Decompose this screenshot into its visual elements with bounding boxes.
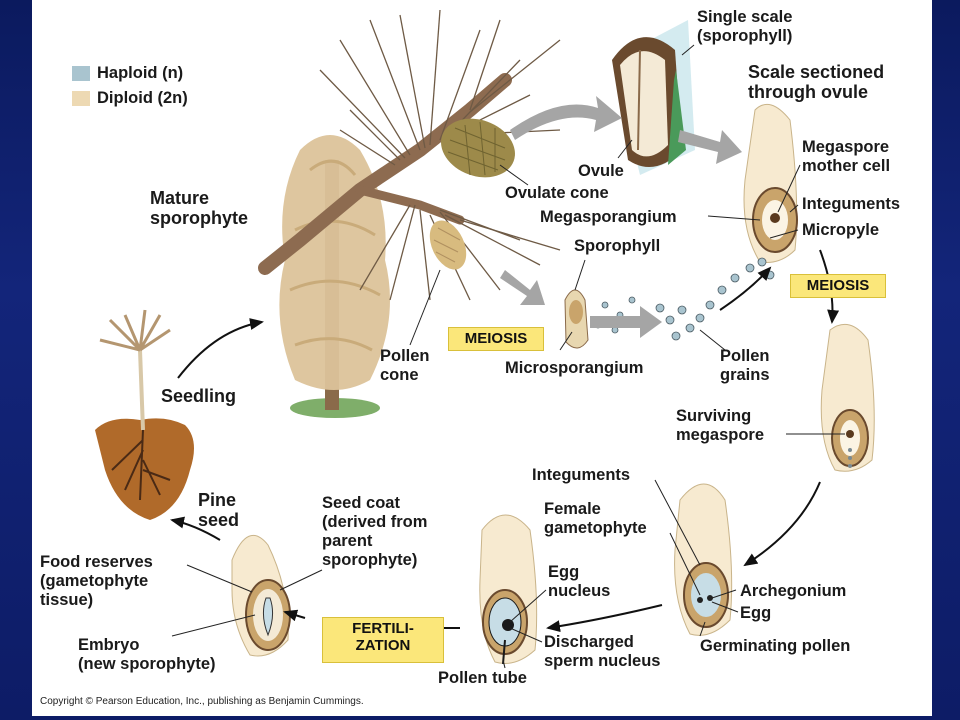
label-food-reserves: Food reserves (gametophyte tissue) (40, 553, 153, 609)
gray-arrows (500, 96, 742, 338)
label-micropyle: Micropyle (802, 221, 880, 239)
label-ovule: Ovule (578, 162, 624, 180)
copyright-text: Copyright © Pearson Education, Inc., pub… (40, 696, 364, 707)
label-germinating-pollen: Germinating pollen (700, 637, 851, 655)
label-ovulate-cone: Ovulate cone (505, 184, 609, 202)
label-pine-seed: Pine seed (198, 490, 240, 530)
label-meiosis-right: MEIOSIS (790, 274, 886, 298)
legend-haploid-label: Haploid (n) (97, 64, 184, 82)
label-single-scale: Single scale (sporophyll) (697, 8, 793, 45)
ovule-pollen-tube (479, 514, 538, 665)
label-seedling: Seedling (161, 386, 237, 406)
label-egg: Egg (740, 604, 772, 622)
label-mature-sporophyte: Mature sporophyte (150, 188, 249, 228)
label-surviving-megaspore: Surviving megaspore (676, 407, 765, 444)
leader-lines (171, 44, 845, 669)
label-discharged-sperm-nucleus: Discharged sperm nucleus (544, 633, 661, 670)
seedling-drawing (95, 309, 194, 520)
pine-seed-drawing (231, 534, 291, 657)
label-egg-nucleus: Egg nucleus (548, 563, 611, 600)
label-megaspore-mother-cell: Megaspore mother cell (802, 138, 891, 175)
label-meiosis-left: MEIOSIS (448, 327, 544, 351)
sectioned-scale (743, 103, 798, 263)
label-fertilization: FERTILI- ZATION (322, 617, 444, 663)
legend-swatch-haploid (72, 66, 90, 81)
label-integuments-bottom: Integuments (532, 466, 631, 484)
legend-swatch-diploid (72, 91, 90, 106)
pollen-sporophyll-drawing (564, 289, 589, 349)
label-seed-coat: Seed coat (derived from parent sporophyt… (322, 494, 428, 569)
label-integuments-top: Integuments (802, 195, 901, 213)
label-microsporangium: Microsporangium (505, 359, 644, 377)
pine-branch (258, 9, 561, 301)
label-female-gametophyte: Female gametophyte (544, 500, 647, 537)
single-scale (612, 20, 695, 175)
label-sporophyll: Sporophyll (574, 237, 661, 255)
label-pollen-cone: Pollen cone (380, 347, 430, 384)
ovule-megaspore (820, 323, 875, 472)
label-scale-sectioned: Scale sectioned through ovule (748, 62, 885, 102)
label-pollen-grains: Pollen grains (720, 347, 770, 384)
label-pollen-tube: Pollen tube (438, 669, 527, 687)
label-megasporangium: Megasporangium (540, 208, 677, 226)
legend-diploid-label: Diploid (2n) (97, 89, 188, 107)
ovule-female-gametophyte (674, 483, 733, 636)
label-embryo: Embryo (new sporophyte) (78, 636, 216, 673)
label-archegonium: Archegonium (740, 582, 847, 600)
